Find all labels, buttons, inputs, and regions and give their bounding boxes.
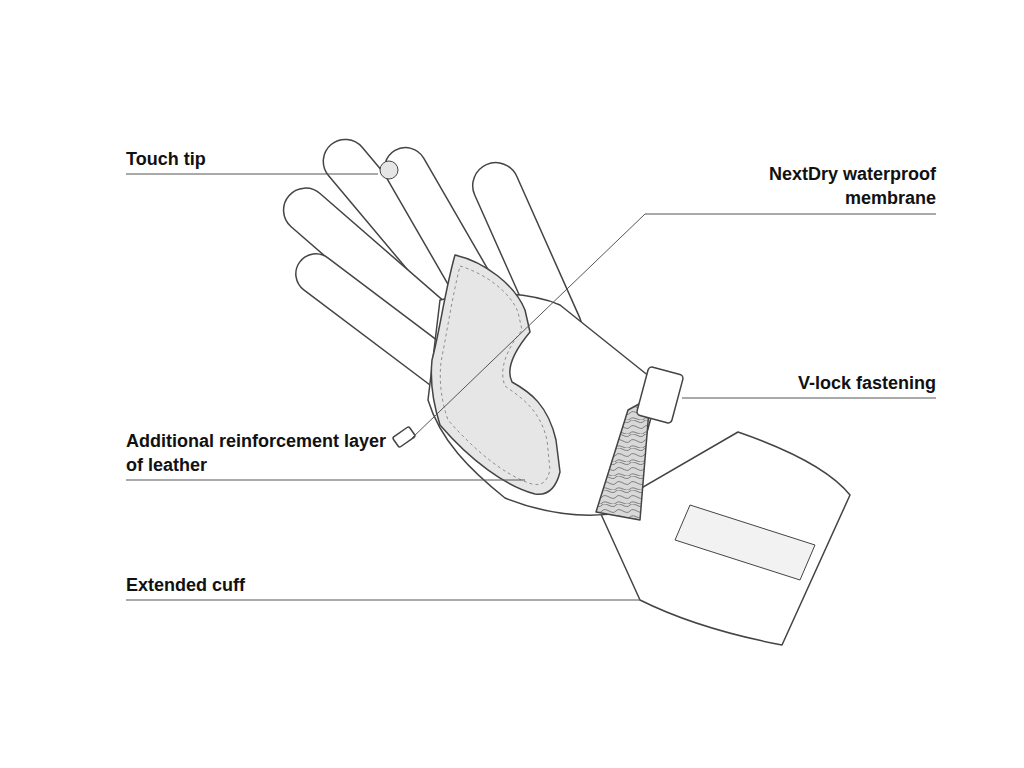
stitching [440, 266, 550, 484]
callout-label: Touch tip [126, 147, 366, 171]
touch-tip-pad [380, 161, 398, 179]
leader-line [412, 214, 936, 438]
cuff-stripe [675, 505, 815, 580]
callout-label: Additional reinforcement layer of leathe… [126, 429, 388, 477]
leader-line [126, 480, 525, 481]
callout-label: V-lock fastening [696, 371, 936, 395]
v-lock-tab [636, 366, 684, 424]
leader-line [126, 174, 378, 175]
side-tab [392, 426, 415, 447]
leader-line [126, 600, 640, 601]
leader-line [682, 398, 936, 399]
callout-label: NextDry waterproof membrane [726, 162, 936, 210]
callout-label: Extended cuff [126, 573, 366, 597]
leather-patch [431, 255, 560, 494]
